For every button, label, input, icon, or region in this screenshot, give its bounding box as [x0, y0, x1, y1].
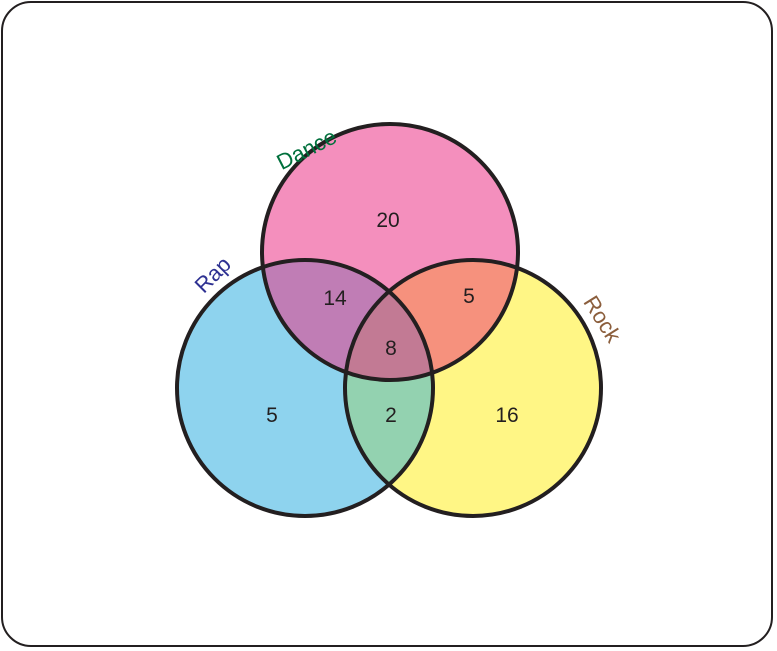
rock-only-value: 16: [495, 404, 518, 427]
all-three-value: 8: [385, 337, 397, 360]
dance-only-value: 20: [376, 209, 399, 232]
rap-only-value: 5: [266, 404, 278, 427]
rap-outline: [175, 258, 435, 518]
dance-rock-value: 5: [463, 285, 475, 308]
dance-rap-value: 14: [323, 287, 347, 310]
rock-outline: [343, 258, 603, 518]
dance-outline: [260, 122, 520, 382]
rap-rock-value: 2: [385, 404, 397, 427]
all-three-region: [345, 260, 433, 380]
